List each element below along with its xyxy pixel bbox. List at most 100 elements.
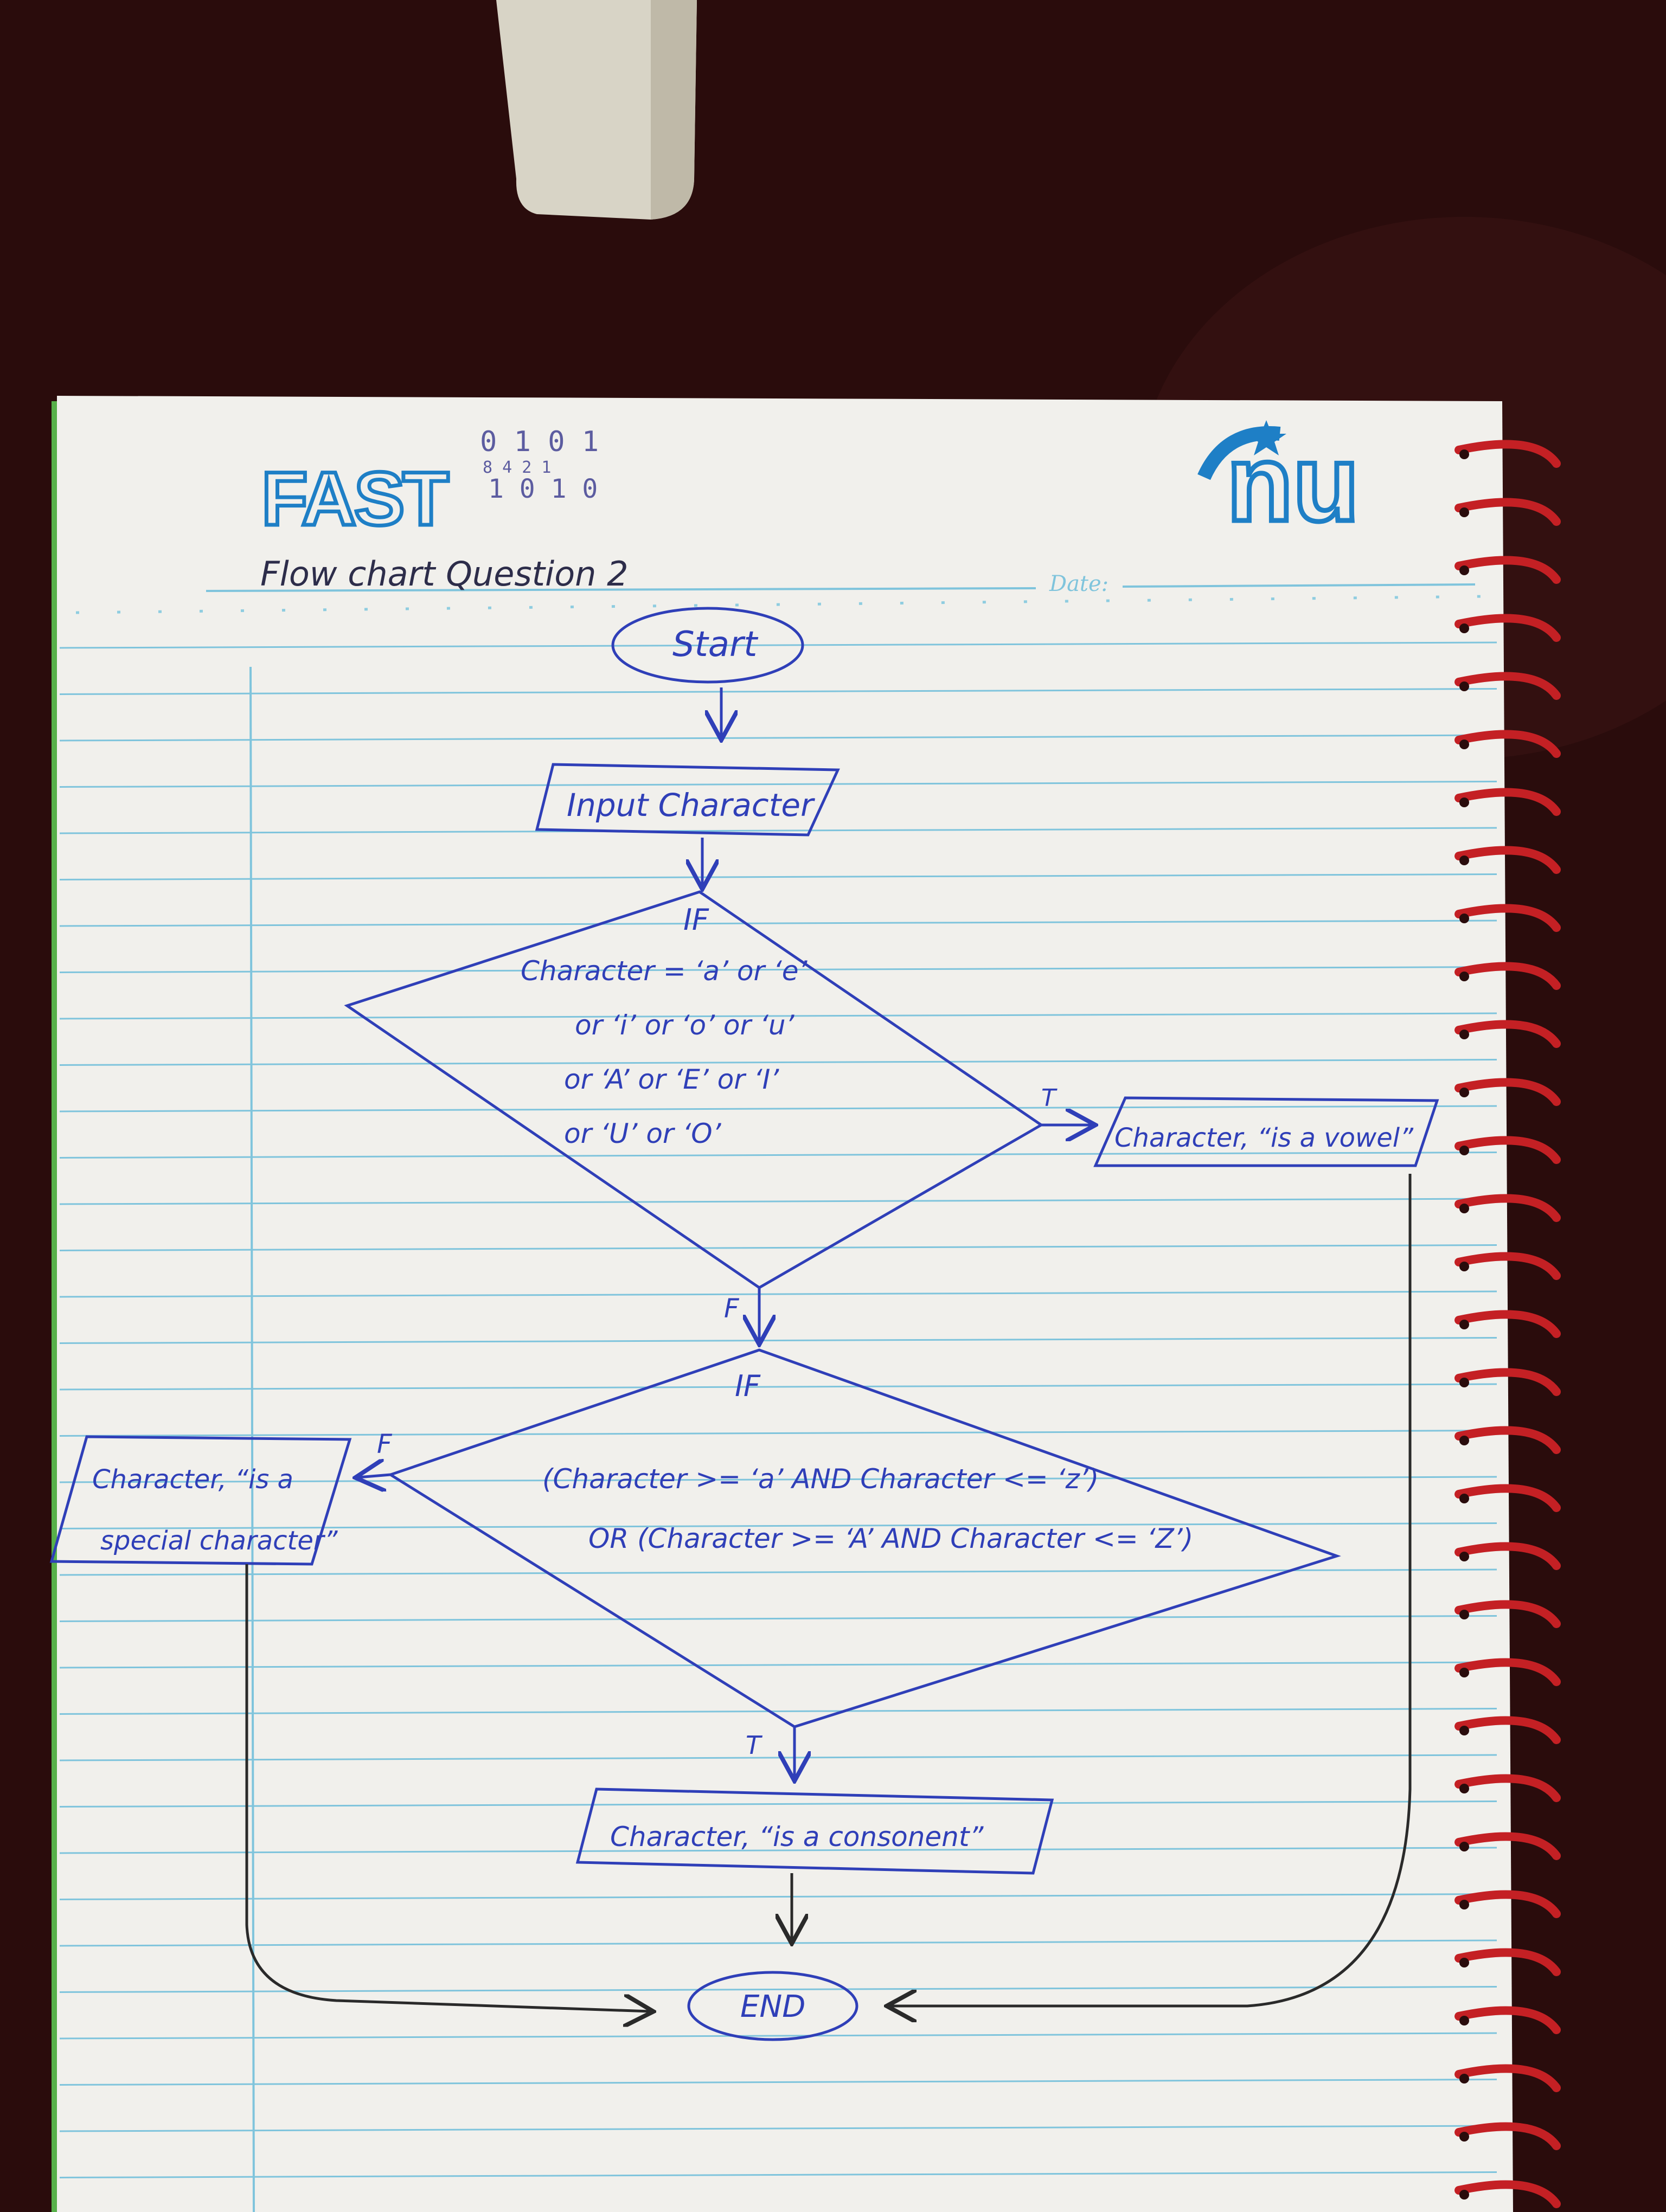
spiral-hole <box>1459 798 1469 807</box>
spiral-hole <box>1459 2190 1469 2200</box>
spiral-ring <box>1454 1368 1561 1396</box>
ruled-line <box>59 1198 1497 1205</box>
spiral-ring <box>1454 556 1561 584</box>
ruled-line <box>59 1847 1497 1854</box>
spiral-ring <box>1454 1948 1561 1976</box>
ruled-line <box>59 2079 1497 2086</box>
ruled-line <box>59 2125 1497 2132</box>
decision2-if: IF <box>735 1369 761 1403</box>
decision2-line-2: OR (Character >= ‘A’ AND Character <= ‘Z… <box>588 1523 1193 1554</box>
consonant-output <box>575 1787 1054 1875</box>
ruled-line <box>59 1708 1497 1715</box>
spiral-ring <box>1454 1658 1561 1686</box>
spiral-hole <box>1459 1494 1469 1503</box>
spiral-ring <box>1454 2006 1561 2034</box>
ruled-line <box>59 734 1497 742</box>
binary-bottom: 1 0 1 0 <box>488 474 598 504</box>
ruled-line <box>59 1059 1497 1066</box>
spiral-hole <box>1459 681 1469 691</box>
decision2-line-1: (Character >= ‘a’ AND Character <= ‘z’) <box>542 1463 1099 1495</box>
eraser <box>496 0 697 220</box>
spiral-hole <box>1459 2074 1469 2084</box>
spiral-ring <box>1454 1600 1561 1628</box>
ruled-line <box>59 1661 1497 1669</box>
arrow-decision2-false <box>358 1475 391 1477</box>
ruled-line <box>59 1290 1497 1298</box>
ruled-line <box>59 1012 1497 1020</box>
start-label: Start <box>672 625 759 665</box>
ruled-line <box>59 1986 1497 1993</box>
decision1-true-label: T <box>1041 1084 1058 1112</box>
spiral-hole <box>1459 740 1469 749</box>
spiral-ring <box>1454 2180 1561 2208</box>
spiral-hole <box>1459 914 1469 923</box>
special-output-line-1: Character, “is a <box>92 1464 293 1495</box>
spiral-ring <box>1454 1194 1561 1222</box>
spiral-hole <box>1459 1552 1469 1561</box>
special-output <box>49 1435 352 1566</box>
decision1-line-2: or ‘i’ or ‘o’ or ‘u’ <box>575 1009 795 1041</box>
ruled-line <box>59 1430 1497 1437</box>
spiral-hole <box>1459 2016 1469 2025</box>
arrow-special-to-end <box>245 1564 651 2011</box>
decision2-false-label: F <box>377 1429 393 1459</box>
input-label: Input Character <box>567 787 815 824</box>
date-label: Date: <box>1049 571 1108 596</box>
spiral-ring <box>1454 846 1561 874</box>
spiral-ring <box>1454 1774 1561 1802</box>
ruled-line <box>59 966 1497 973</box>
fast-logo: FAST <box>261 456 448 541</box>
ruled-line <box>59 1337 1497 1344</box>
special-output-line-2: special character” <box>100 1526 338 1556</box>
ruled-line <box>59 781 1497 788</box>
spiral-ring <box>1454 498 1561 526</box>
spiral-ring <box>1454 730 1561 758</box>
ruled-line <box>59 1476 1497 1483</box>
spiral-ring <box>1454 1484 1561 1512</box>
decision1-line-1: Character = ‘a’ or ‘e’ <box>521 955 808 987</box>
spiral-hole <box>1459 449 1469 459</box>
ruled-line <box>59 827 1497 834</box>
ruled-line <box>59 873 1497 880</box>
ruled-line <box>59 1615 1497 1622</box>
spiral-hole <box>1459 1436 1469 1445</box>
ruled-lines <box>59 641 1497 2178</box>
decision1-line-3: or ‘A’ or ‘E’ or ‘I’ <box>564 1064 779 1095</box>
spiral-ring <box>1454 2122 1561 2150</box>
spiral-hole <box>1459 1726 1469 1735</box>
ruled-line <box>59 688 1497 695</box>
vowel-output-label: Character, “is a vowel” <box>1114 1123 1414 1153</box>
binary-weights: 8 4 2 1 <box>483 458 551 477</box>
spiral-hole <box>1459 856 1469 865</box>
ruled-line <box>59 1152 1497 1159</box>
consonant-output-label: Character, “is a consonent” <box>610 1821 984 1853</box>
spiral-ring <box>1454 788 1561 816</box>
spiral-binding <box>1454 440 1561 2208</box>
ruled-line <box>59 641 1497 649</box>
spiral-ring <box>1454 440 1561 468</box>
spiral-hole <box>1459 1842 1469 1851</box>
spiral-hole <box>1459 1030 1469 1039</box>
ruled-line <box>59 2032 1497 2040</box>
spiral-hole <box>1459 623 1469 633</box>
spiral-hole <box>1459 1320 1469 1329</box>
svg-text:nu: nu <box>1227 423 1359 544</box>
ruled-line <box>59 1893 1497 1900</box>
spiral-ring <box>1454 1542 1561 1570</box>
spiral-hole <box>1459 972 1469 981</box>
ruled-line <box>59 1383 1497 1391</box>
spiral-ring <box>1454 672 1561 700</box>
end-label: END <box>740 1989 805 2024</box>
decision1-false-label: F <box>724 1294 740 1324</box>
spiral-hole <box>1459 507 1469 517</box>
decision2-true-label: T <box>746 1731 763 1760</box>
ruled-line <box>59 1522 1497 1529</box>
spiral-hole <box>1459 1146 1469 1155</box>
spiral-ring <box>1454 904 1561 932</box>
spiral-hole <box>1459 1958 1469 1967</box>
spiral-ring <box>1454 1426 1561 1454</box>
spiral-ring <box>1454 1716 1561 1744</box>
decision1-line-4: or ‘U’ or ‘O’ <box>564 1118 722 1149</box>
arrow-vowel-to-end <box>889 1174 1412 2006</box>
